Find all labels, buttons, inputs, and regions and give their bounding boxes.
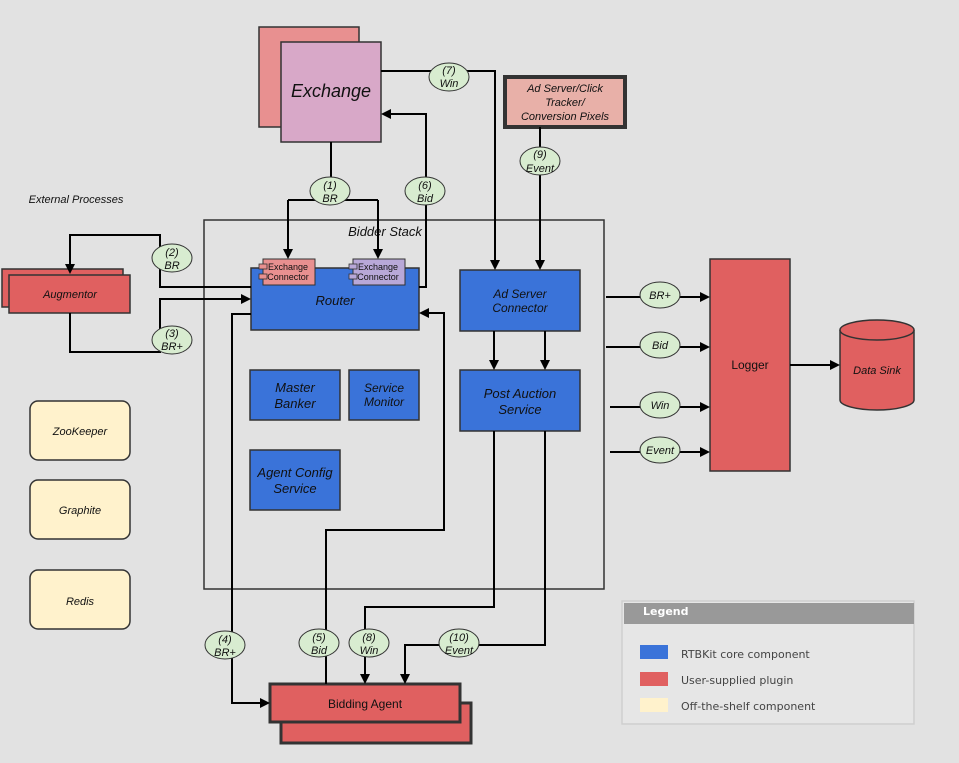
svg-text:Bid: Bid <box>417 193 434 205</box>
svg-text:Service: Service <box>273 481 316 496</box>
svg-text:Event: Event <box>646 445 675 457</box>
svg-text:Router: Router <box>315 293 355 308</box>
ad-server-connector-node: Ad Server Connector <box>459 269 581 332</box>
svg-text:Data Sink: Data Sink <box>853 365 901 377</box>
svg-text:BR: BR <box>164 260 179 272</box>
post-auction-service-node: Post Auction Service <box>459 369 581 432</box>
exchange-node: Exchange <box>258 26 382 143</box>
legend-label-core: RTBKit core component <box>681 648 810 661</box>
legend-swatch-core <box>640 645 668 659</box>
flow-label-6: (6) Bid <box>404 176 446 206</box>
svg-text:Master: Master <box>275 380 315 395</box>
svg-text:BR: BR <box>322 193 337 205</box>
flow-label-3: (3) BR+ <box>151 325 193 355</box>
svg-text:(6): (6) <box>418 180 432 192</box>
flow-label-2: (2) BR <box>151 243 193 273</box>
legend-label-off-the-shelf: Off-the-shelf component <box>681 700 816 713</box>
svg-text:Logger: Logger <box>731 358 768 372</box>
svg-text:Connector: Connector <box>492 301 548 315</box>
svg-text:Redis: Redis <box>66 596 95 608</box>
svg-text:Graphite: Graphite <box>59 505 101 517</box>
svg-text:Win: Win <box>440 78 459 90</box>
svg-text:Event: Event <box>445 645 474 657</box>
svg-text:(9): (9) <box>533 149 547 161</box>
legend-title: Legend <box>643 605 689 618</box>
svg-text:Service: Service <box>364 381 404 395</box>
logger-input-event: Event <box>639 436 681 464</box>
legend-swatch-plugin <box>640 672 668 686</box>
svg-text:Post Auction: Post Auction <box>484 386 557 401</box>
legend-label-plugin: User-supplied plugin <box>681 674 793 687</box>
svg-text:BR+: BR+ <box>649 290 671 302</box>
svg-text:Bid: Bid <box>311 645 328 657</box>
data-sink-node: Data Sink <box>839 319 915 411</box>
external-processes-label: External Processes <box>29 194 124 206</box>
redis-node: Redis <box>29 569 131 630</box>
svg-text:Win: Win <box>651 400 670 412</box>
svg-text:Banker: Banker <box>274 396 316 411</box>
logger-node: Logger <box>709 258 791 472</box>
svg-text:Ad Server: Ad Server <box>492 287 547 301</box>
svg-text:(10): (10) <box>449 632 469 644</box>
logger-input-bid: Bid <box>639 331 681 359</box>
svg-text:Ad Server/Click: Ad Server/Click <box>526 83 603 95</box>
svg-text:(8): (8) <box>362 632 376 644</box>
svg-text:(1): (1) <box>323 180 337 192</box>
svg-text:Agent Config: Agent Config <box>256 465 333 480</box>
zookeeper-node: ZooKeeper <box>29 400 131 461</box>
svg-text:BR+: BR+ <box>214 647 236 659</box>
svg-text:ZooKeeper: ZooKeeper <box>52 426 109 438</box>
flow-label-1: (1) BR <box>309 176 351 206</box>
svg-text:Bid: Bid <box>652 340 669 352</box>
exchange-label: Exchange <box>291 81 371 101</box>
svg-text:(5): (5) <box>312 632 326 644</box>
flow-label-8: (8) Win <box>348 628 390 658</box>
service-monitor-node: Service Monitor <box>348 369 420 421</box>
svg-text:BR+: BR+ <box>161 341 183 353</box>
svg-text:(4): (4) <box>218 634 232 646</box>
logger-input-br-plus: BR+ <box>639 281 681 309</box>
svg-text:Connector: Connector <box>357 272 399 282</box>
svg-text:(2): (2) <box>165 247 179 259</box>
svg-text:Win: Win <box>360 645 379 657</box>
svg-text:Connector: Connector <box>267 272 309 282</box>
augmentor-node: Augmentor <box>1 268 131 314</box>
svg-text:(3): (3) <box>165 328 179 340</box>
exchange-connector-purple: Exchange Connector <box>348 258 406 286</box>
svg-text:Event: Event <box>526 163 555 175</box>
bidding-agent-node: Bidding Agent <box>268 682 473 745</box>
svg-text:Exchange: Exchange <box>268 262 308 272</box>
graphite-node: Graphite <box>29 479 131 540</box>
logger-input-win: Win <box>639 391 681 419</box>
flow-label-7: (7) Win <box>428 62 470 92</box>
exchange-connector-pink: Exchange Connector <box>258 258 316 286</box>
svg-text:Conversion Pixels: Conversion Pixels <box>521 111 610 123</box>
svg-text:Augmentor: Augmentor <box>42 289 98 301</box>
master-banker-node: Master Banker <box>249 369 341 421</box>
svg-text:(7): (7) <box>442 65 456 77</box>
bidder-stack-label: Bidder Stack <box>348 224 423 239</box>
svg-text:Bidding Agent: Bidding Agent <box>328 697 403 711</box>
flow-label-5: (5) Bid <box>298 628 340 658</box>
svg-text:Exchange: Exchange <box>358 262 398 272</box>
flow-label-4: (4) BR+ <box>204 630 246 660</box>
ad-server-click-tracker-node: Ad Server/Click Tracker/ Conversion Pixe… <box>503 75 627 129</box>
connector-lines <box>65 70 840 708</box>
flow-label-10: (10) Event <box>438 628 480 658</box>
agent-config-service-node: Agent Config Service <box>249 449 341 511</box>
legend-swatch-off-the-shelf <box>640 698 668 712</box>
svg-text:Service: Service <box>498 402 541 417</box>
flow-label-9: (9) Event <box>519 146 561 176</box>
legend: Legend RTBKit core component User-suppli… <box>621 600 915 725</box>
svg-text:Monitor: Monitor <box>364 395 405 409</box>
svg-text:Tracker/: Tracker/ <box>545 97 585 109</box>
bidder-stack-container <box>203 219 605 590</box>
